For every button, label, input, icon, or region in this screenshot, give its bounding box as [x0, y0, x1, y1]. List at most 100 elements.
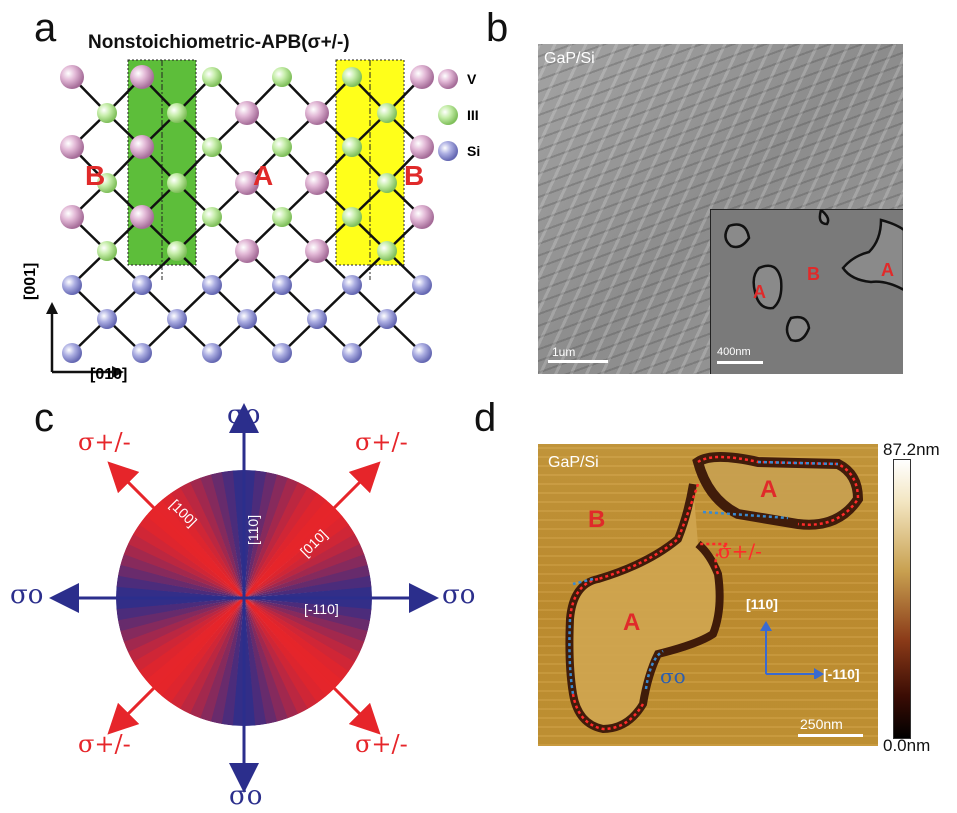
- disc-wedge: [123, 598, 244, 653]
- v-atom: [235, 239, 259, 263]
- disc-wedge: [244, 598, 267, 726]
- iii-atom: [202, 137, 222, 157]
- iii-atom: [167, 241, 187, 261]
- axis-label-010: [010]: [90, 366, 128, 383]
- disc-wedge: [161, 492, 244, 598]
- disc-wedge: [244, 487, 318, 598]
- afm-colorbar: [893, 459, 911, 739]
- legend-iii: III: [437, 104, 479, 126]
- v-atom-icon: [438, 69, 458, 89]
- iii-atom: [202, 207, 222, 227]
- iii-atom: [97, 241, 117, 261]
- disc-wedge: [244, 543, 365, 598]
- v-atom: [305, 101, 329, 125]
- region-label-b-right: B: [404, 160, 425, 191]
- disc-wedge: [132, 598, 244, 672]
- disc-wedge: [244, 474, 289, 598]
- inset-scalebar: [717, 361, 763, 364]
- si-atom: [237, 309, 257, 329]
- v-atom: [235, 101, 259, 125]
- si-atom: [412, 343, 432, 363]
- disc-wedge: [244, 598, 327, 704]
- si-atom: [167, 309, 187, 329]
- disc-wedge: [244, 515, 350, 598]
- disc-wedge: [244, 564, 371, 598]
- disc-wedge: [244, 598, 361, 663]
- inset-label-b: B: [807, 264, 820, 284]
- sigma-o-top: σo: [227, 400, 261, 430]
- v-atom: [410, 135, 434, 159]
- sigma-o-bottom: σo: [229, 781, 263, 811]
- si-atom: [132, 275, 152, 295]
- disc-wedge: [244, 598, 365, 653]
- panel-a-letter: a: [34, 6, 57, 50]
- v-atom: [60, 205, 84, 229]
- crystal-lattice-diagram: [60, 59, 434, 363]
- disc-wedge: [221, 470, 244, 598]
- afm-dir-110: [110]: [746, 596, 778, 612]
- disc-wedge: [116, 597, 244, 610]
- sem-inset: A B A 400nm: [710, 207, 903, 374]
- si-atom: [202, 343, 222, 363]
- afm-label-b: B: [588, 506, 606, 533]
- iii-atom: [377, 241, 397, 261]
- v-atom: [130, 205, 154, 229]
- panel-c-letter: c: [34, 396, 54, 440]
- v-atom: [60, 65, 84, 89]
- inset-label-a-left: A: [753, 282, 766, 302]
- sigma-pm-top-right: σ+/-: [355, 428, 408, 456]
- sigma-o-right: σo: [442, 580, 476, 610]
- disc-wedge: [179, 598, 244, 715]
- axis-arrows-icon: [46, 302, 124, 378]
- iii-atom: [377, 103, 397, 123]
- disc-wedge: [232, 470, 245, 598]
- inset-label-a-right: A: [881, 260, 894, 280]
- disc-wedge: [138, 598, 244, 681]
- disc-wedge: [117, 564, 244, 598]
- afm-sigma-pm: σ+/-: [718, 539, 762, 563]
- afm-direction-arrows-icon: [760, 621, 824, 679]
- v-atom: [130, 65, 154, 89]
- iii-atom: [272, 67, 292, 87]
- disc-wedge: [244, 477, 299, 598]
- dir-neg110: [-110]: [304, 601, 339, 617]
- disc-wedge: [180, 481, 244, 598]
- disc-wedge: [200, 474, 244, 598]
- afm-domains: [565, 452, 864, 734]
- si-atom: [202, 275, 222, 295]
- sem-sample-label: GaP/Si: [544, 50, 595, 67]
- disc-wedge: [244, 598, 355, 672]
- iii-atom: [377, 173, 397, 193]
- inset-domains: [724, 207, 903, 342]
- v-atom: [410, 205, 434, 229]
- afm-sigma-o: σo: [660, 664, 686, 688]
- si-atom: [307, 309, 327, 329]
- iii-atom: [97, 173, 117, 193]
- disc-wedge: [133, 524, 244, 598]
- afm-dir-neg110: [-110]: [823, 666, 860, 682]
- si-atom: [412, 275, 432, 295]
- disc-wedge: [244, 598, 371, 632]
- disc-wedge: [244, 481, 309, 598]
- afm-label-a-bottom: A: [623, 609, 641, 636]
- panel-b-letter: b: [486, 6, 509, 50]
- iii-atom: [342, 67, 362, 87]
- disc-wedge: [127, 598, 244, 662]
- colorbar-min: 0.0nm: [883, 736, 931, 755]
- iii-atom: [342, 207, 362, 227]
- sem-scalebar: [548, 360, 608, 363]
- sem-scale-label: 1um: [552, 345, 576, 359]
- disc-wedge: [244, 575, 372, 598]
- disc-wedge: [244, 493, 327, 598]
- dir-110: [110]: [245, 514, 261, 545]
- legend-v: V: [437, 68, 476, 90]
- disc-wedge: [210, 598, 244, 725]
- si-atom: [272, 343, 292, 363]
- legend-si: Si: [437, 140, 480, 162]
- disc-wedge: [244, 534, 361, 598]
- si-atom: [132, 343, 152, 363]
- afm-image: GaP/Si A B A σ+/- σo [110] [-110] 250nm: [538, 444, 878, 746]
- disc-wedge: [243, 598, 256, 726]
- si-atom: [272, 275, 292, 295]
- iii-atom: [342, 137, 362, 157]
